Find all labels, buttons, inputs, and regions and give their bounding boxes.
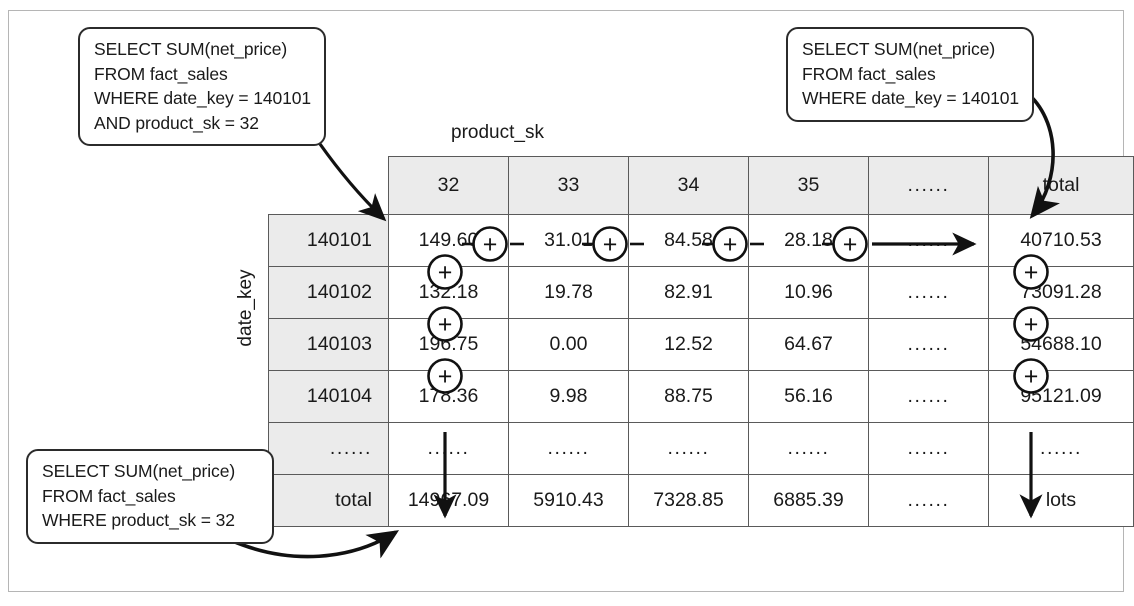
row-header-140103: 140103 — [268, 318, 389, 371]
row-header-......: ...... — [268, 422, 389, 475]
cell-......-......: ...... — [868, 422, 989, 475]
cell-total-35: 6885.39 — [748, 474, 869, 527]
cell-140103-34: 12.52 — [628, 318, 749, 371]
cell-140104-......: ...... — [868, 370, 989, 423]
column-axis-label: product_sk — [451, 122, 544, 143]
cell-140101-33: 31.01 — [508, 214, 629, 267]
cell-......-35: ...... — [748, 422, 869, 475]
table-corner-cell — [269, 157, 389, 215]
cell-140103-32: 196.75 — [388, 318, 509, 371]
cell-140104-total: 95121.09 — [988, 370, 1134, 423]
cell-140102-total: 73091.28 — [988, 266, 1134, 319]
column-header-4: ...... — [868, 156, 989, 215]
cell-140101-total: 40710.53 — [988, 214, 1134, 267]
cell-......-34: ...... — [628, 422, 749, 475]
column-header-3: 35 — [748, 156, 869, 215]
cell-total-34: 7328.85 — [628, 474, 749, 527]
cell-total-......: ...... — [868, 474, 989, 527]
table-row: ........................................… — [268, 422, 1134, 475]
cell-140104-35: 56.16 — [748, 370, 869, 423]
callout-query-column-total: SELECT SUM(net_price) FROM fact_sales WH… — [26, 449, 274, 544]
cell-......-32: ...... — [388, 422, 509, 475]
callout-query-cell: SELECT SUM(net_price) FROM fact_sales WH… — [78, 27, 326, 146]
cell-140101-32: 149.60 — [388, 214, 509, 267]
row-header-140101: 140101 — [268, 214, 389, 267]
cell-140103-......: ...... — [868, 318, 989, 371]
row-header-140102: 140102 — [268, 266, 389, 319]
cell-140104-34: 88.75 — [628, 370, 749, 423]
cell-140101-34: 84.58 — [628, 214, 749, 267]
cell-total-total: lots — [988, 474, 1134, 527]
cell-140102-......: ...... — [868, 266, 989, 319]
cell-140104-32: 178.36 — [388, 370, 509, 423]
column-header-0: 32 — [388, 156, 509, 215]
cell-total-33: 5910.43 — [508, 474, 629, 527]
cell-140102-35: 10.96 — [748, 266, 869, 319]
cell-......-33: ...... — [508, 422, 629, 475]
row-axis-label: date_key — [235, 269, 256, 347]
cell-140103-33: 0.00 — [508, 318, 629, 371]
cell-140102-34: 82.91 — [628, 266, 749, 319]
column-header-1: 33 — [508, 156, 629, 215]
row-header-140104: 140104 — [268, 370, 389, 423]
cell-140102-33: 19.78 — [508, 266, 629, 319]
callout-query-row-total: SELECT SUM(net_price) FROM fact_sales WH… — [786, 27, 1034, 122]
cell-140104-33: 9.98 — [508, 370, 629, 423]
cell-140102-32: 132.18 — [388, 266, 509, 319]
column-header-2: 34 — [628, 156, 749, 215]
cell-......-total: ...... — [988, 422, 1134, 475]
column-header-total: total — [988, 156, 1134, 215]
cell-total-32: 14967.09 — [388, 474, 509, 527]
cell-140103-total: 54688.10 — [988, 318, 1134, 371]
cell-140101-......: ...... — [868, 214, 989, 267]
cell-140101-35: 28.18 — [748, 214, 869, 267]
cell-140103-35: 64.67 — [748, 318, 869, 371]
row-header-total: total — [268, 474, 389, 527]
